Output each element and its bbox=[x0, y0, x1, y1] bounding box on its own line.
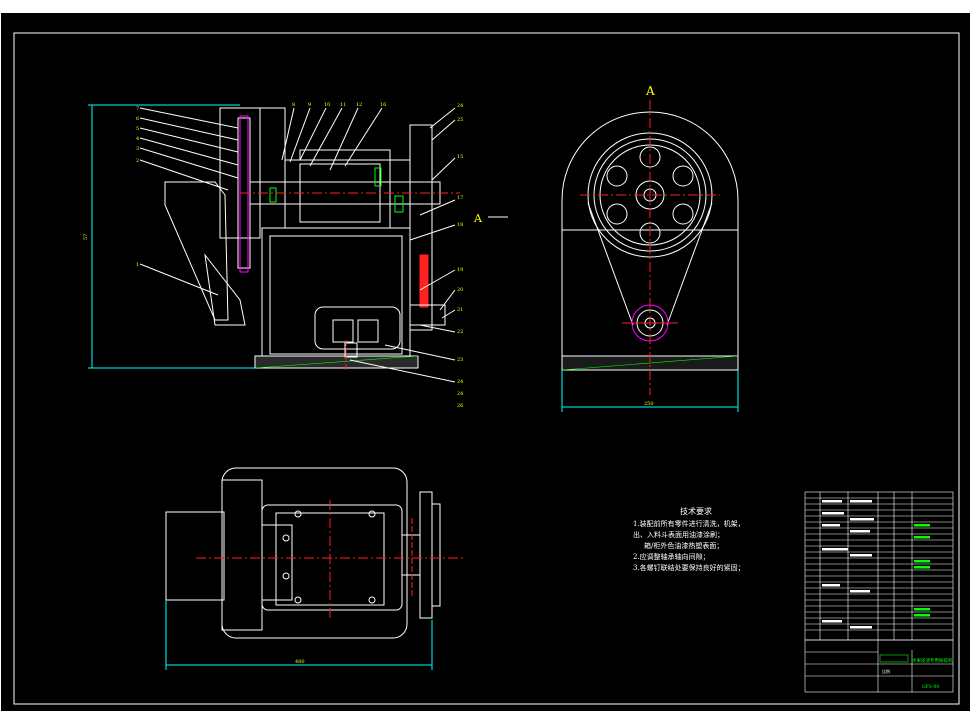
section-view bbox=[88, 104, 508, 383]
part-label: 9 bbox=[308, 102, 311, 108]
view-a-label: A bbox=[645, 84, 655, 98]
model-space[interactable] bbox=[1, 13, 970, 711]
plan-view bbox=[165, 467, 466, 670]
part-label: 6 bbox=[136, 116, 139, 122]
part-label: 10 bbox=[324, 102, 330, 108]
part-label: 4 bbox=[136, 136, 139, 142]
tech-note-line: 1.装配前所有零件进行清洗，机架， bbox=[633, 519, 745, 528]
part-label: 17 bbox=[457, 195, 463, 201]
part-label: 24 bbox=[457, 103, 463, 109]
part-label: 16 bbox=[380, 102, 386, 108]
part-label: 23 bbox=[457, 357, 463, 363]
overall-height-dimension: 57 bbox=[83, 234, 89, 240]
part-label: 21 bbox=[457, 307, 463, 313]
drawing-number: GFS-00 bbox=[922, 684, 939, 690]
section-arrow-label: A bbox=[473, 212, 483, 225]
part-label: 1 bbox=[136, 262, 139, 268]
part-numbers-left: 7 6 5 4 3 2 1 bbox=[136, 106, 139, 268]
side-width-dimension: 250 bbox=[644, 401, 654, 407]
part-label: 24 bbox=[457, 379, 463, 385]
part-label: 2 bbox=[136, 158, 139, 164]
part-label: 12 bbox=[356, 102, 362, 108]
part-label: 8 bbox=[292, 102, 295, 108]
drawing-title: 水果皮渣专用粉碎机 bbox=[912, 657, 953, 664]
part-numbers-top: 8 9 10 11 12 16 bbox=[292, 102, 386, 108]
bill-of-materials bbox=[804, 491, 954, 641]
part-label: 3 bbox=[136, 146, 139, 152]
bom-cell-marks bbox=[822, 500, 930, 629]
tech-notes: 技术要求 1.装配前所有零件进行清洗，机架， 出、入料斗表面用油漆涂刷； 箱/柜… bbox=[633, 506, 745, 572]
title-block bbox=[804, 639, 954, 693]
part-label: 20 bbox=[457, 287, 463, 293]
tech-notes-title: 技术要求 bbox=[680, 506, 712, 516]
part-label: 15 bbox=[457, 154, 463, 160]
tech-note-line: 3.各螺钉联结处要保持良好的紧固； bbox=[633, 563, 745, 572]
part-label: 25 bbox=[457, 117, 463, 123]
part-label: 22 bbox=[457, 329, 463, 335]
tech-note-line: 出、入料斗表面用油漆涂刷； bbox=[633, 530, 724, 539]
bottom-width-dimension: 480 bbox=[295, 659, 305, 665]
part-label: 5 bbox=[136, 126, 139, 132]
part-label: 24 bbox=[457, 391, 463, 397]
tech-note-line: 2.应调整轴承轴向间隙； bbox=[633, 552, 710, 561]
part-label: 11 bbox=[340, 102, 346, 108]
part-label: 26 bbox=[457, 403, 463, 409]
side-view-a bbox=[561, 100, 739, 412]
part-label: 18 bbox=[457, 222, 463, 228]
part-label: 7 bbox=[136, 106, 139, 112]
tech-note-line: 箱/柜外色油漆热塑表面； bbox=[644, 541, 723, 550]
part-numbers-right: 24 25 15 17 18 19 20 21 22 23 24 24 26 bbox=[457, 103, 463, 409]
drawing-border bbox=[13, 32, 960, 705]
part-label: 19 bbox=[457, 267, 463, 273]
scale-label: 比例 bbox=[882, 668, 890, 674]
